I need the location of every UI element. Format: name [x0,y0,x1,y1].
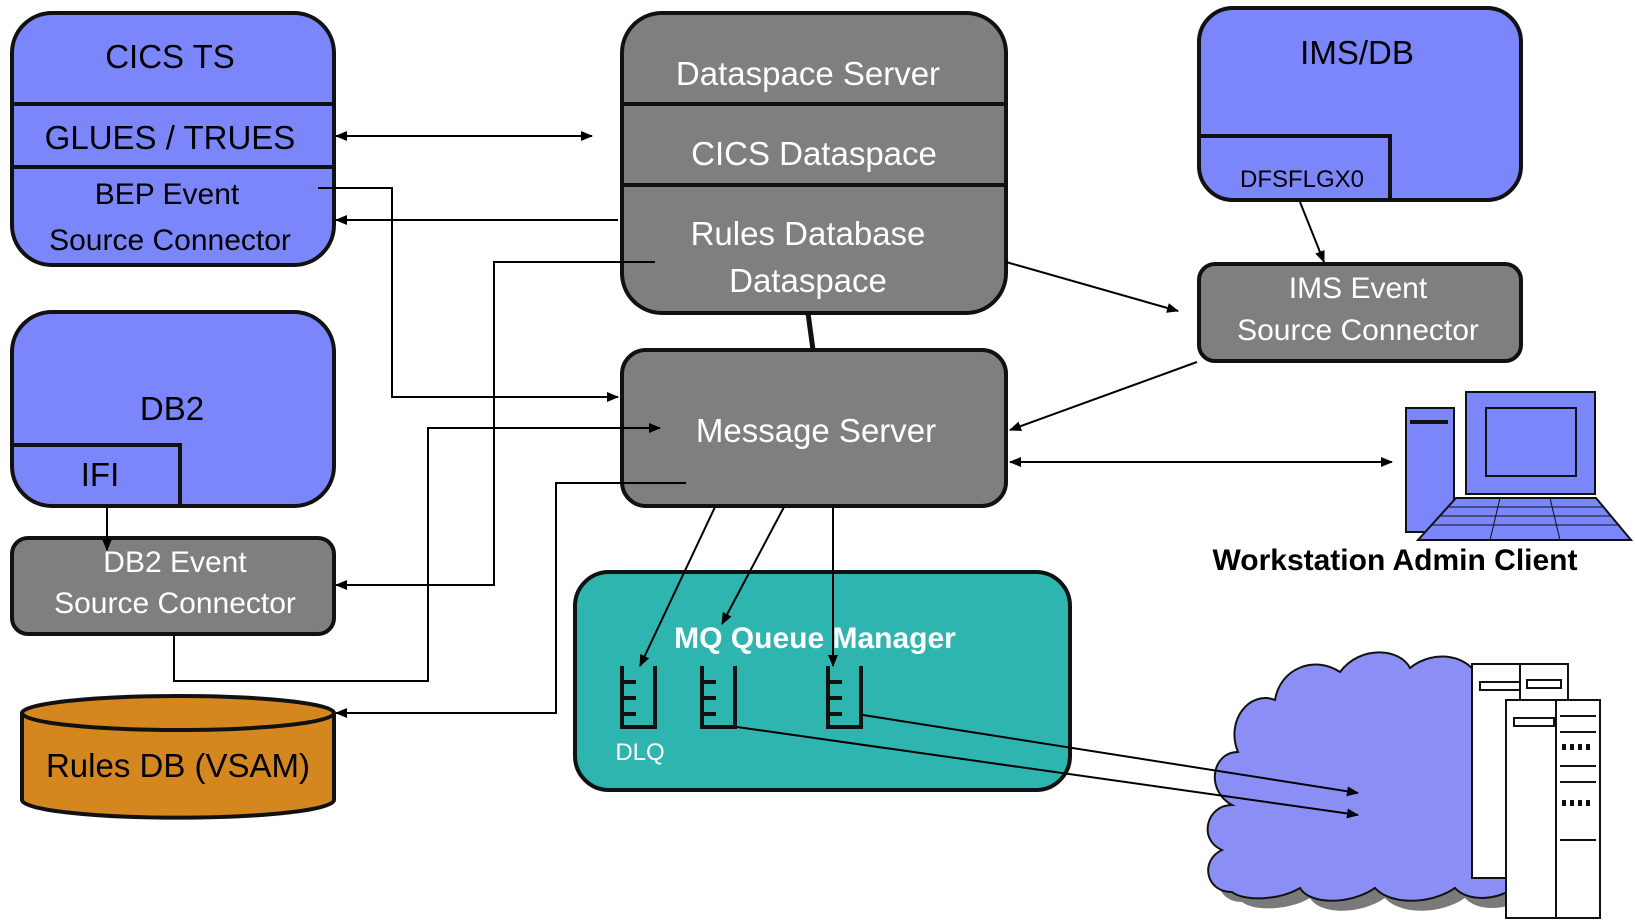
cics-ts-title: CICS TS [105,38,235,75]
rules-db-cylinder: Rules DB (VSAM) [20,694,336,820]
rules-dataspace-label-1: Rules Database [691,215,926,252]
cics-dataspace-label: CICS Dataspace [691,135,937,172]
arrow-message-dlq [639,506,716,667]
db2-connector-label-1: DB2 Event [103,546,247,579]
queue-dlq-icon [620,666,657,729]
arrow-queue-cloud-1 [862,714,1359,797]
dataspace-message-link [805,312,816,351]
arrow-message-rulesdb [335,482,686,718]
mq-title: MQ Queue Manager [674,622,956,655]
ifi-label: IFI [81,456,120,493]
message-server-label: Message Server [696,412,936,449]
message-server-box: Message Server [620,348,1008,508]
dlq-label: DLQ [615,739,664,766]
db2-connector-label-2: Source Connector [54,587,296,620]
ims-db-box: IMS/DB DFSFLGX0 [1197,6,1523,202]
dfsflgx0-label: DFSFLGX0 [1240,166,1364,193]
connector-lines [102,131,1393,819]
ims-db-title: IMS/DB [1300,34,1414,71]
arrow-rules-db2connector [335,261,655,590]
workstation-label: Workstation Admin Client [1212,544,1577,577]
bep-event-label-1: BEP Event [95,178,240,211]
cics-ts-box: CICS TS GLUES / TRUES BEP Event Source C… [10,11,336,267]
ims-connector-label-1: IMS Event [1289,272,1428,305]
mq-queue-manager-box: MQ Queue Manager DLQ [573,570,1072,792]
arrow-dataspace-ims [1005,261,1179,313]
server-rack-icon [1471,663,1601,919]
ims-event-source-connector: IMS Event Source Connector [1197,262,1523,363]
arrow-ims-connector [1299,201,1325,263]
queue-icon [700,666,737,729]
db2-event-source-connector: DB2 Event Source Connector [10,536,336,636]
bep-event-label-2: Source Connector [49,224,291,257]
glues-trues-label: GLUES / TRUES [45,119,296,156]
arrow-bep-message [318,187,619,402]
dataspace-server-box: Dataspace Server CICS Dataspace Rules Da… [620,11,1008,315]
dataspace-server-title: Dataspace Server [676,55,940,92]
computer-icon [1405,391,1634,541]
rules-db-label: Rules DB (VSAM) [46,747,310,784]
db2-title: DB2 [140,390,204,427]
arrow-ims-message [1009,361,1198,431]
arrow-message-queue2 [721,506,785,625]
rules-dataspace-label-2: Dataspace [729,262,887,299]
queue-icon [826,666,863,729]
ims-connector-label-2: Source Connector [1237,314,1479,347]
arrow-db2connector-message [173,423,661,682]
db2-box: DB2 IFI [10,310,336,508]
arrow-queue-cloud-2 [736,726,1359,819]
